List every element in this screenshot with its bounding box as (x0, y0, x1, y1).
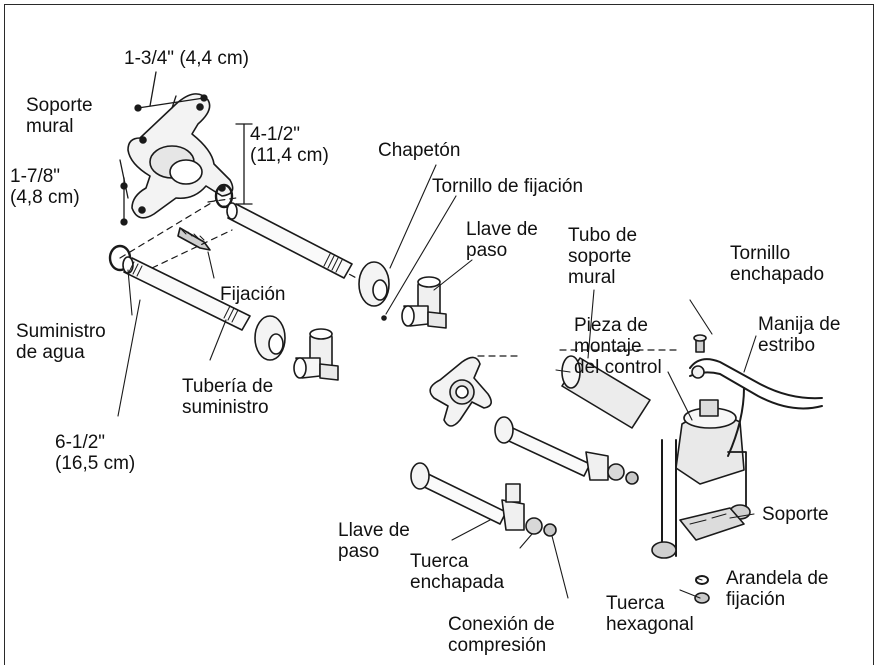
supply-pipe-lower (122, 256, 251, 331)
label-escutcheon: Chapetón (378, 140, 461, 161)
diagram-frame (4, 4, 874, 665)
supply-pipe-upper (226, 202, 353, 279)
support-clip (679, 507, 745, 541)
washer-right (214, 183, 234, 209)
label-fixing: Fijación (220, 284, 286, 305)
label-fixing-screw: Tornillo de fijación (432, 176, 584, 197)
dimension-bracket-height: 4-1/2"(11,4 cm) (250, 124, 329, 166)
fixing-screw (177, 227, 211, 251)
wall-bracket-top (127, 93, 234, 219)
stirrup-handle (689, 358, 823, 457)
stop-valve-upper (401, 276, 447, 329)
plated-screw (693, 334, 707, 353)
supply-pipe-assembled-upper (494, 416, 639, 485)
hex-nut-and-washer (694, 575, 710, 604)
dimension-lines-bracket (119, 71, 253, 226)
stop-valve-lower (293, 328, 339, 381)
dimension-bracket-offset: 1-7/8"(4,8 cm) (10, 166, 80, 208)
leader-lines (117, 164, 757, 599)
supply-pipe-assembled-lower (410, 462, 557, 537)
escutcheon-upper (358, 261, 390, 321)
escutcheon-lower (254, 315, 286, 361)
wall-support-tube (561, 355, 651, 429)
dimension-bracket-width: 1-3/4" (4,4 cm) (124, 48, 250, 69)
wall-bracket-assembled (429, 356, 492, 427)
dimension-pipe-length: 6-1/2"(16,5 cm) (55, 432, 136, 474)
label-support: Soporte (762, 504, 829, 525)
